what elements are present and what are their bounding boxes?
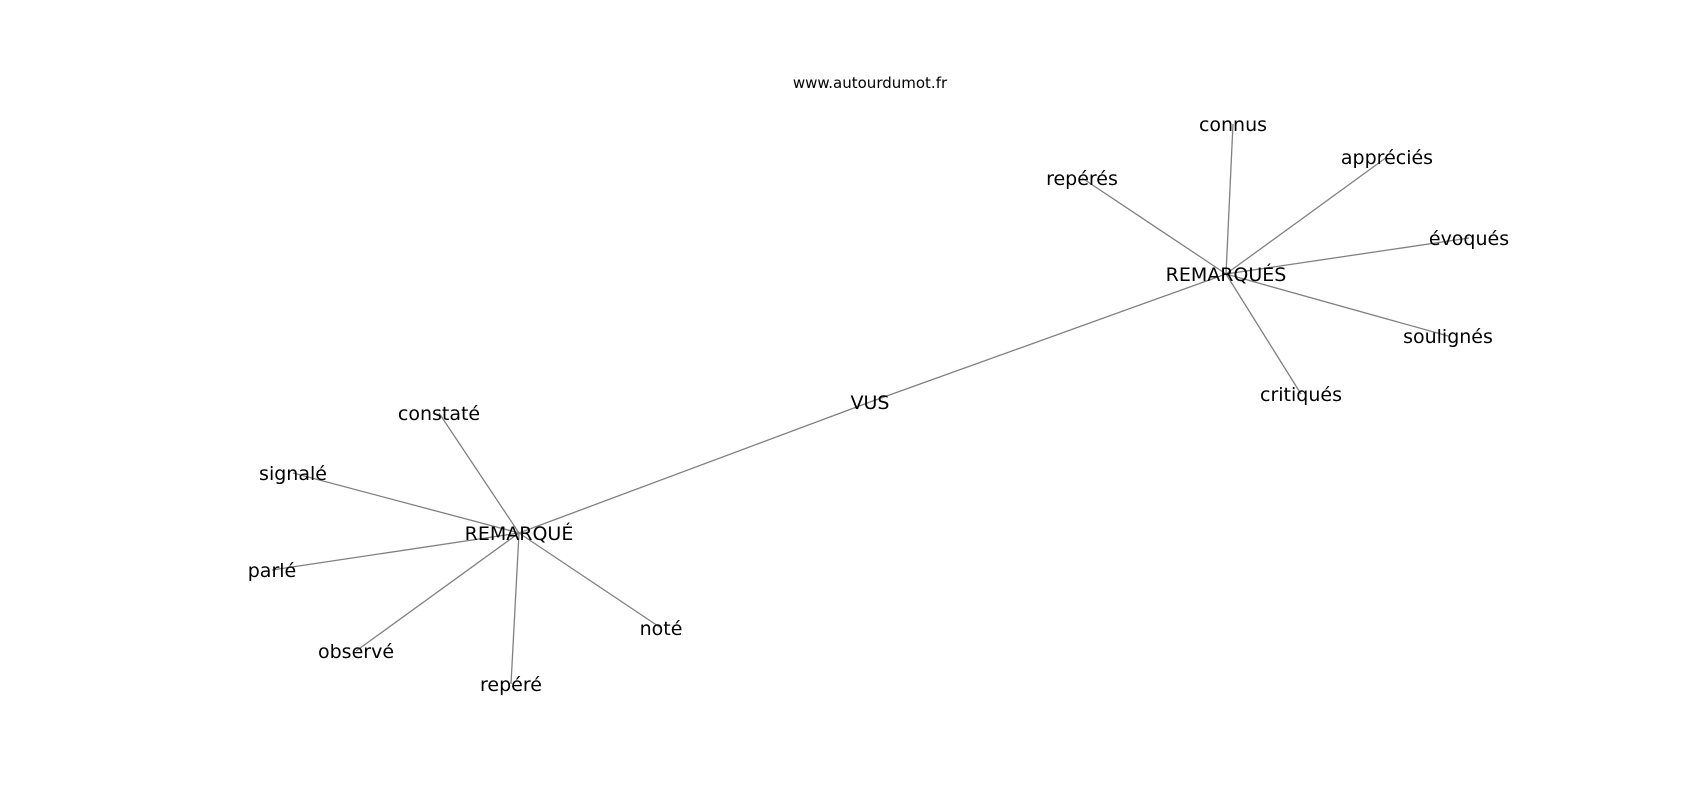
edges-layer: [271, 123, 1470, 685]
edge-remarques-connus: [1225, 123, 1234, 275]
edge-remarques-evoques: [1225, 237, 1470, 275]
node-label-parle: parlé: [248, 560, 296, 582]
edge-remarques-apprecies: [1225, 156, 1388, 275]
node-label-constate: constaté: [398, 403, 480, 425]
node-label-remarque: REMARQUÉ: [465, 522, 574, 545]
node-label-reperes: repérés: [1046, 168, 1118, 190]
node-label-observe: observé: [318, 641, 394, 663]
edge-vus-remarque: [518, 401, 871, 534]
node-label-remarques: REMARQUÉS: [1166, 263, 1287, 286]
node-label-apprecies: appréciés: [1341, 147, 1433, 169]
edge-remarque-observe: [355, 532, 520, 652]
nodes-layer: VUS REMARQUÉS REMARQUÉ connus appréciés repér…: [248, 114, 1509, 696]
edge-remarque-constate: [438, 412, 520, 534]
edge-remarque-repere: [510, 532, 520, 685]
node-label-evoques: évoqués: [1429, 228, 1509, 250]
node-label-soulignes: soulignés: [1403, 326, 1493, 348]
site-label: www.autourdumot.fr: [793, 74, 948, 92]
node-label-repere: repéré: [480, 674, 542, 696]
edge-remarques-critiques: [1225, 273, 1302, 395]
node-label-connus: connus: [1199, 114, 1267, 136]
node-label-note: noté: [640, 618, 683, 640]
node-label-vus: VUS: [851, 392, 890, 414]
edge-remarque-signale: [292, 472, 520, 534]
node-label-critiques: critiqués: [1260, 384, 1342, 406]
edge-remarque-parle: [271, 532, 520, 571]
edge-remarque-note: [518, 532, 662, 629]
edge-vus-remarques: [869, 273, 1227, 403]
edge-remarques-soulignes: [1225, 273, 1449, 337]
node-label-signale: signalé: [259, 463, 327, 485]
edge-remarques-reperes: [1081, 177, 1227, 275]
